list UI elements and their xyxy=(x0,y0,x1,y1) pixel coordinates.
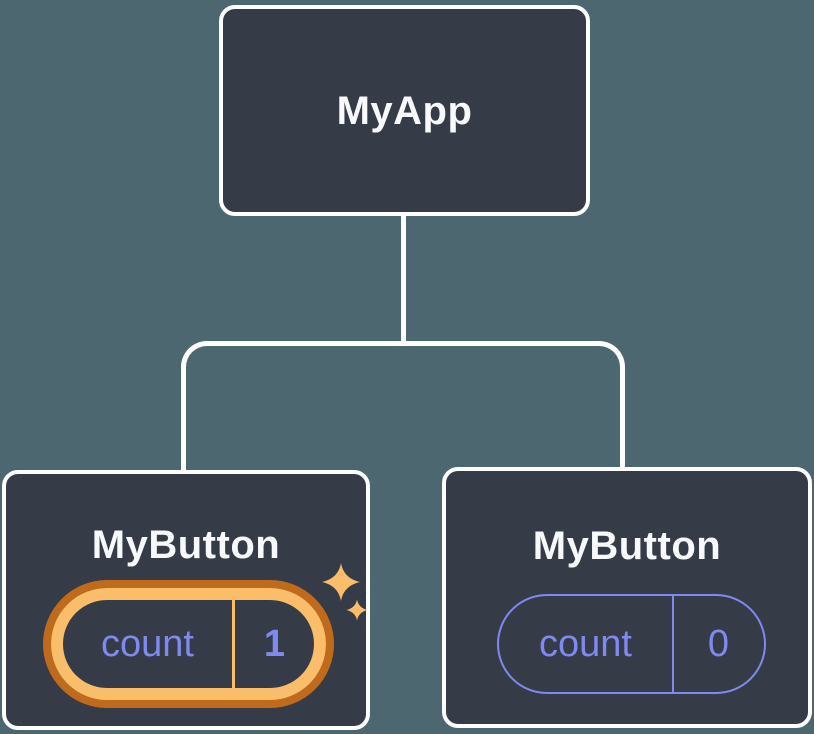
state-name: count xyxy=(63,600,232,688)
state-name-text: count xyxy=(539,623,632,665)
state-value-text: 1 xyxy=(263,623,286,665)
node-mybutton-left: MyButton count 1 xyxy=(2,470,370,730)
state-pill-highlighted: count 1 xyxy=(43,580,334,708)
node-mybutton-right-label: MyButton xyxy=(532,524,722,568)
connector-root-stem xyxy=(401,212,406,346)
pill-divider xyxy=(232,600,235,688)
state-pill-inner-ring: count 1 xyxy=(51,588,326,700)
state-value: 1 xyxy=(235,600,314,688)
node-myapp: MyApp xyxy=(219,5,590,216)
pill-divider xyxy=(672,596,674,692)
state-value: 0 xyxy=(674,596,763,692)
state-name-text: count xyxy=(101,623,194,665)
node-mybutton-right: MyButton count 0 xyxy=(442,467,812,728)
node-myapp-label: MyApp xyxy=(336,88,473,133)
sparkles-icon xyxy=(322,563,368,621)
state-pill-plain: count 0 xyxy=(497,594,766,694)
node-mybutton-left-label: MyButton xyxy=(91,523,281,567)
state-name: count xyxy=(499,596,672,692)
connector-branch xyxy=(181,341,625,472)
state-value-text: 0 xyxy=(707,623,730,665)
